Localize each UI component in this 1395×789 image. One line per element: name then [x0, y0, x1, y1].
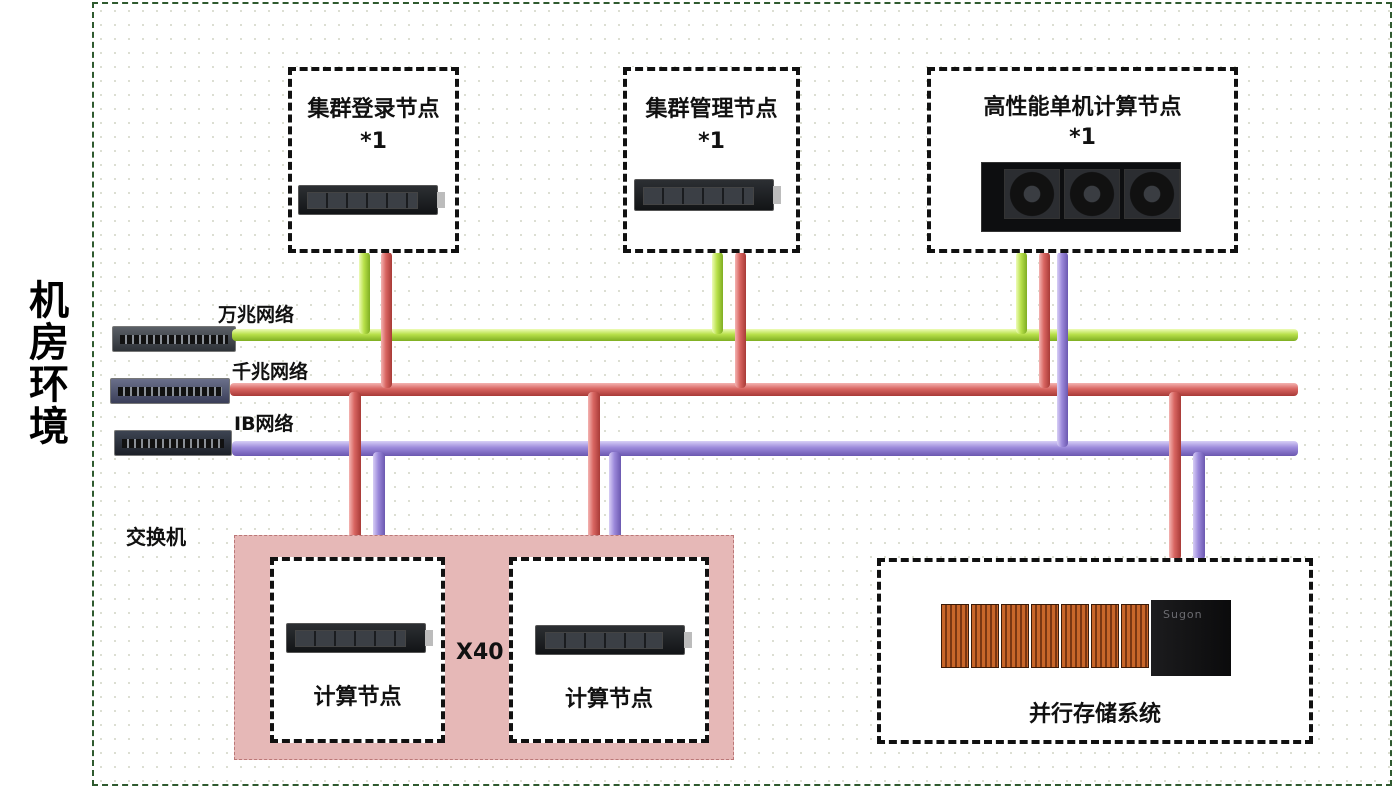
login-node-title: 集群登录节点: [307, 97, 440, 122]
machine-room-title: 机房环境: [29, 278, 69, 450]
management-node-title: 集群管理节点: [645, 97, 778, 122]
compute-a-gig-link: [349, 392, 361, 560]
compute-node-box-a: 计算节点: [270, 557, 445, 743]
storage-array-image: Sugon: [941, 600, 1231, 676]
management-gig-link: [735, 252, 746, 388]
storage-ib-link: [1193, 452, 1205, 560]
management-tengig-link: [712, 252, 723, 334]
gig-switch-device: [110, 378, 230, 404]
hpc-ib-link: [1057, 252, 1068, 447]
tengig-network-label: 万兆网络: [218, 304, 295, 326]
compute-b-gig-link: [588, 392, 600, 560]
ib-bus: [232, 441, 1298, 456]
storage-node-title: 并行存储系统: [1028, 702, 1161, 727]
hpc-node-title: 高性能单机计算节点: [983, 95, 1182, 120]
compute-server-image-a: [286, 623, 433, 653]
gig-bus: [230, 383, 1298, 396]
compute-multiplier: X40: [456, 640, 504, 665]
storage-brand-logo: Sugon: [1163, 608, 1203, 621]
hpc-node-count: *1: [1069, 125, 1096, 150]
compute-b-ib-link: [609, 452, 621, 560]
gig-network-label: 千兆网络: [232, 361, 309, 383]
management-node-box: 集群管理节点 *1: [623, 67, 800, 253]
management-server-image: [634, 179, 781, 211]
storage-gig-link: [1169, 392, 1181, 560]
hpc-server-image: [981, 162, 1181, 232]
hpc-gig-link: [1039, 252, 1050, 388]
tengig-switch-device: [112, 326, 236, 352]
ib-network-label: IB网络: [234, 413, 294, 435]
switch-label: 交换机: [126, 525, 186, 549]
compute-server-image-b: [535, 625, 692, 655]
compute-a-ib-link: [373, 452, 385, 560]
login-node-box: 集群登录节点 *1: [288, 67, 459, 253]
compute-node-title-b: 计算节点: [564, 687, 653, 712]
login-gig-link: [381, 252, 392, 388]
ib-switch-device: [114, 430, 232, 456]
storage-node-box: Sugon 并行存储系统: [877, 558, 1313, 744]
tengig-bus: [232, 329, 1298, 341]
login-tengig-link: [359, 252, 370, 334]
hpc-tengig-link: [1016, 252, 1027, 334]
compute-node-box-b: 计算节点: [509, 557, 709, 743]
hpc-node-box: 高性能单机计算节点 *1: [927, 67, 1238, 253]
login-node-count: *1: [360, 129, 387, 154]
compute-node-title-a: 计算节点: [313, 685, 402, 710]
login-server-image: [298, 185, 445, 215]
management-node-count: *1: [698, 129, 725, 154]
